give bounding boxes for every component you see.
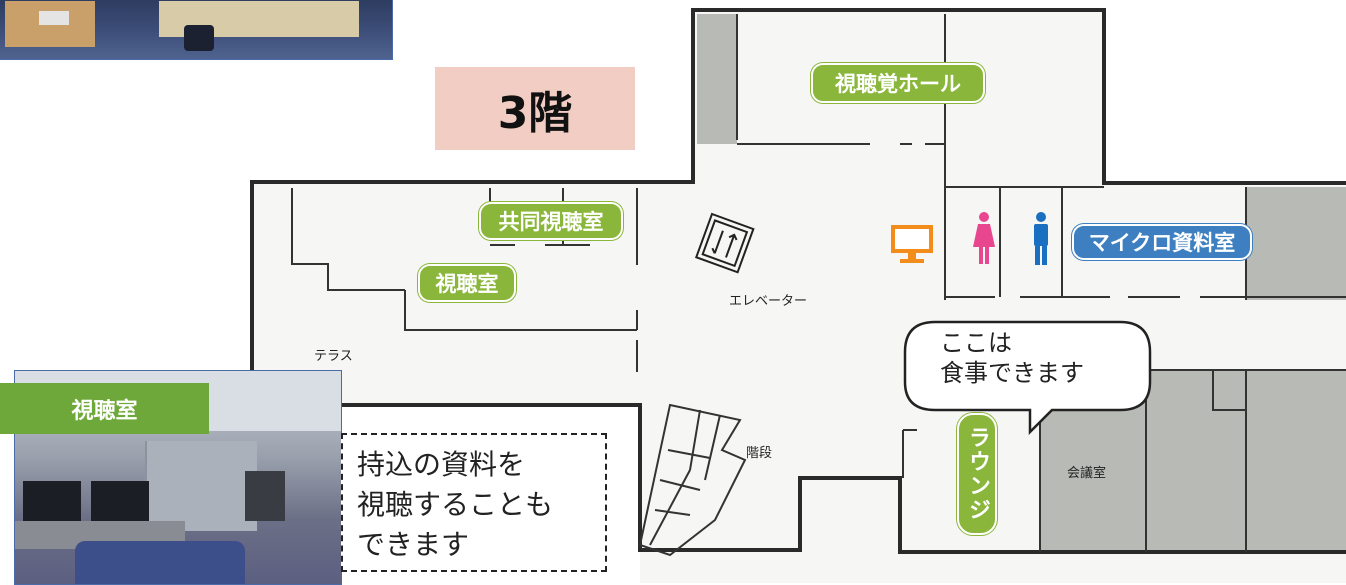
speech-bubble-text: ここは 食事できます (940, 328, 1150, 388)
room-label-av-hall: 視聴覚ホール (811, 63, 985, 103)
elevator-label: エレベーター (729, 294, 808, 309)
monitor-shape-2 (91, 481, 149, 521)
gray-area-right-bottom-1 (1146, 370, 1246, 550)
speech-bubble-line-2: 食事できます (940, 359, 1084, 387)
note-line-2: 視聴することも (357, 488, 554, 521)
chair-shape (184, 25, 214, 51)
outer-wall-left (250, 8, 1346, 405)
wall-terrace-left (291, 188, 345, 291)
speech-bubble-line-1: ここは (940, 329, 1012, 357)
chair-shape-2 (245, 471, 285, 521)
sofa-shape (75, 541, 245, 584)
stairs-icon (638, 403, 747, 557)
photo-caption: 視聴室 (0, 383, 209, 434)
outer-wall-bottom (252, 403, 1346, 554)
monitor-shape-1 (23, 481, 81, 521)
room-label-av-room: 視聴室 (418, 264, 516, 302)
female-restroom-icon (973, 212, 995, 264)
male-restroom-icon (1034, 212, 1048, 265)
room-label-shared-av-room: 共同視聴室 (479, 202, 623, 240)
floor-label: 3階 (435, 67, 635, 150)
glass-partition-shape (145, 441, 257, 531)
monitor-icon (891, 225, 933, 263)
note-line-1: 持込の資料を (357, 448, 526, 481)
meeting-room-label: 会議室 (1067, 466, 1107, 481)
gray-area-right-bottom-2 (1246, 370, 1346, 550)
wall-lounge-left (902, 429, 917, 478)
terrace-label: テラス (314, 349, 353, 364)
wall-right-notch (1212, 370, 1246, 411)
room-label-lounge: ラウンジ (957, 413, 997, 535)
wall-av-room (404, 290, 637, 331)
room-label-microfilm-room: マイクロ資料室 (1072, 224, 1252, 260)
elevator-icon (694, 212, 755, 274)
speech-bubble (903, 320, 1152, 436)
gray-area-right-top (1246, 187, 1346, 300)
stairs-label: 階段 (746, 446, 773, 461)
note-box: 持込の資料を 視聴することも できます (341, 433, 607, 572)
keyboard-shape (39, 11, 69, 25)
note-line-3: できます (357, 528, 470, 561)
gray-area-top-left (697, 14, 737, 144)
photo-top-strip (0, 0, 393, 60)
